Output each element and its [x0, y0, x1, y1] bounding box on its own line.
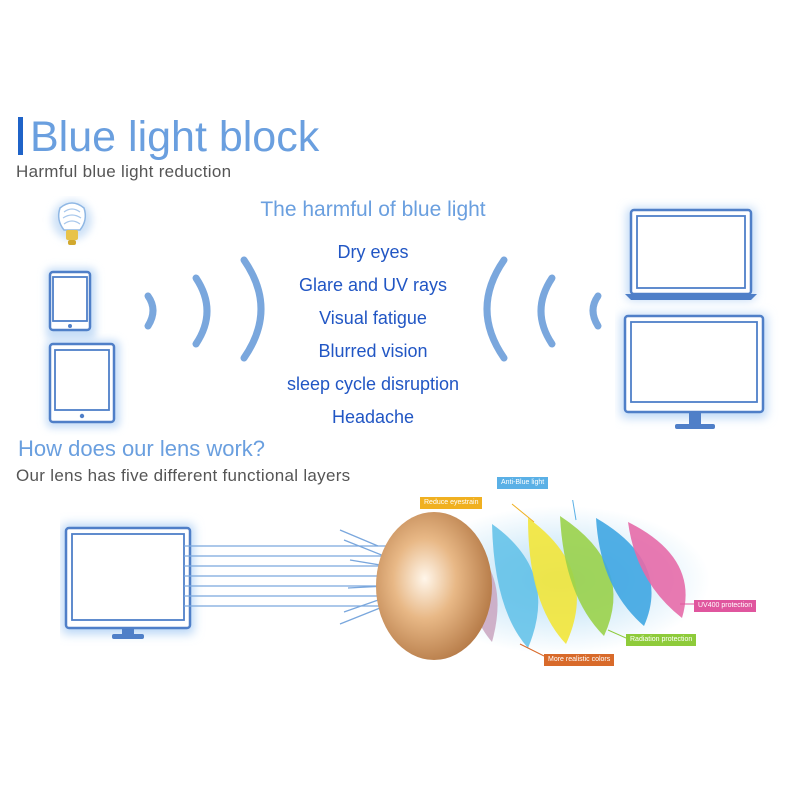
layer-label-text: More realistic colors [548, 656, 611, 663]
laptop-icon [625, 208, 757, 300]
lens-layer-2 [492, 524, 539, 648]
layer-label: Anti-Blue light [497, 477, 549, 489]
harms-title: The harmful of blue light [260, 198, 486, 221]
page-subtitle: Harmful blue light reduction [16, 162, 232, 181]
lens-layer-6 [628, 522, 686, 618]
lens-layer-5 [596, 518, 652, 626]
lens-layers [460, 516, 686, 648]
lens-section-title: How does our lens work? [18, 436, 266, 461]
label-leader-lines [511, 500, 694, 657]
title-text: Blue light block [30, 113, 320, 161]
light-bulb-icon [52, 200, 92, 245]
lens-layer-3 [528, 518, 577, 644]
harm-item: sleep cycle disruption [286, 374, 460, 394]
harm-item: Headache [331, 407, 415, 427]
title-bar [18, 117, 23, 155]
layer-label-text: UV400 protection [698, 602, 753, 609]
layer-label: Reduce eyestrain [420, 497, 483, 509]
lens-layer-4 [560, 516, 614, 636]
harms-list: Dry eyes Glare and UV rays Visual fatigu… [236, 236, 510, 434]
right-devices [621, 208, 767, 429]
tablet-icon [46, 340, 120, 428]
harm-item: Glare and UV rays [298, 275, 448, 295]
harm-item: Dry eyes [337, 242, 409, 262]
smartphone-icon [46, 268, 96, 340]
layer-label: Radiation protection [626, 634, 697, 646]
harm-item: Blurred vision [318, 341, 428, 361]
left-light-waves [144, 256, 265, 362]
layer-label: More realistic colors [544, 654, 615, 666]
layer-label-text: Radiation protection [630, 636, 693, 643]
lens-diagram [62, 500, 710, 660]
layer-label-text: Anti-Blue light [501, 479, 545, 486]
page-title: Blue light block [18, 112, 319, 162]
lens-section-subtitle: Our lens has five different functional l… [16, 466, 351, 485]
lens-disc [376, 512, 492, 660]
screen-icon [62, 524, 194, 639]
harm-item: Visual fatigue [319, 308, 427, 328]
right-light-waves [483, 256, 602, 362]
light-rays [184, 529, 390, 625]
layer-label: UV400 protection [694, 600, 757, 612]
monitor-icon [621, 314, 767, 429]
layer-label-text: Reduce eyestrain [424, 499, 479, 506]
left-devices [46, 200, 120, 428]
